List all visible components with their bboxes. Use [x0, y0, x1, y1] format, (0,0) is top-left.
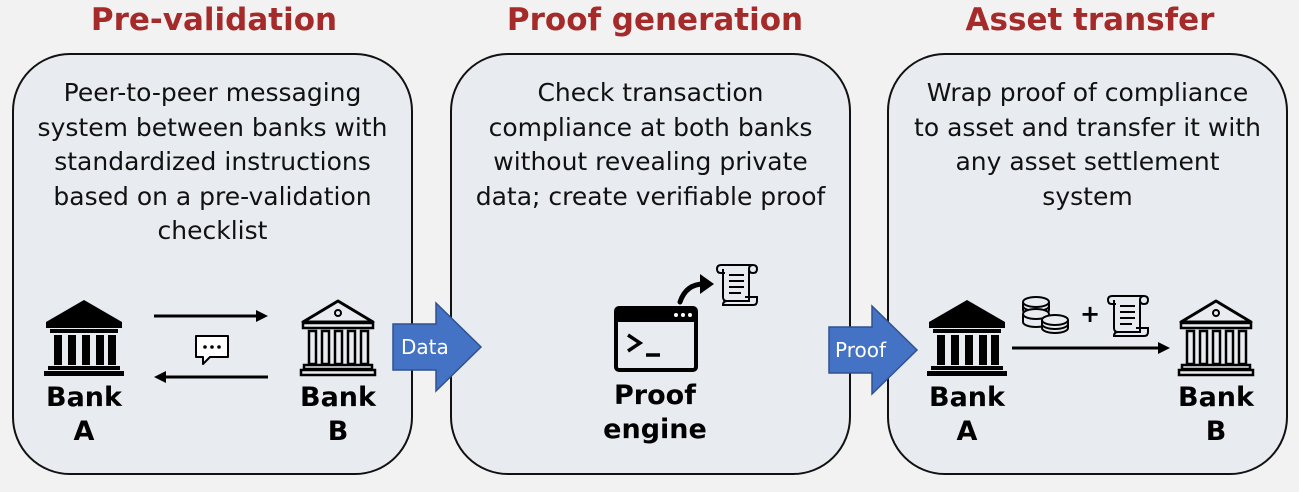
bank-b-label: Bank B — [1166, 381, 1266, 449]
bank-a-label-line2: A — [73, 416, 95, 447]
bank-a-label-line2: A — [956, 416, 978, 447]
description-line: without revealing private — [493, 147, 808, 176]
bank-b-label-line1: Bank — [300, 382, 376, 413]
document-scroll-icon — [1106, 295, 1150, 337]
bank-b-label: Bank B — [288, 381, 388, 449]
message-arrow-left — [154, 371, 268, 383]
data-connector-arrow — [392, 301, 483, 393]
description-line: standardized instructions — [54, 147, 371, 176]
plus-sign: + — [1080, 300, 1101, 328]
coins-icon — [1022, 296, 1069, 334]
title-asset-transfer: Asset transfer — [965, 2, 1215, 38]
bank-outline-icon — [299, 299, 377, 377]
description-line: based on a pre-validation — [53, 181, 372, 211]
proof-engine-label-line2: engine — [603, 414, 707, 445]
description-line: data; create verifiable proof — [475, 181, 826, 211]
description-proof-generation: Check transaction compliance at both ban… — [458, 76, 843, 214]
title-proof-generation: Proof generation — [506, 2, 804, 38]
description-asset-transfer: Wrap proof of compliance to asset and tr… — [895, 76, 1280, 214]
bank-b-label-line1: Bank — [1178, 382, 1254, 413]
bank-outline-icon — [1177, 299, 1255, 377]
bank-a-label: Bank A — [917, 381, 1017, 449]
bank-b-label-line2: B — [1205, 416, 1227, 447]
chat-bubble-icon — [195, 335, 229, 365]
description-line: Wrap proof of compliance — [926, 78, 1249, 107]
description-line: compliance at both banks — [488, 112, 813, 142]
bank-icon — [927, 300, 1007, 376]
proof-connector-label: Proof — [835, 338, 887, 362]
description-pre-validation: Peer-to-peer messaging system between ba… — [22, 76, 403, 249]
terminal-icon — [614, 306, 698, 372]
bank-icon — [44, 300, 124, 376]
bank-a-label: Bank A — [34, 381, 134, 449]
bank-a-label-line1: Bank — [46, 382, 122, 413]
panel-proof-generation — [450, 53, 851, 475]
bank-a-label-line1: Bank — [929, 382, 1005, 413]
proof-connector-arrow — [828, 304, 919, 396]
data-connector-label: Data — [401, 335, 449, 359]
proof-engine-label-line1: Proof — [614, 380, 696, 411]
panel-pre-validation — [12, 53, 413, 475]
bank-b-label-line2: B — [327, 416, 349, 447]
proof-engine-label: Proof engine — [585, 379, 725, 447]
title-pre-validation: Pre-validation — [90, 2, 338, 38]
description-line: system — [1042, 181, 1133, 211]
curved-output-arrow — [677, 274, 714, 305]
document-scroll-icon — [715, 264, 759, 306]
panel-asset-transfer — [887, 53, 1288, 475]
description-line: Check transaction — [537, 78, 764, 107]
description-line: system between banks with — [37, 112, 388, 142]
description-line: Peer-to-peer messaging — [63, 78, 362, 107]
transfer-arrow — [1012, 342, 1170, 354]
description-line: any asset settlement — [955, 147, 1220, 176]
message-arrow-right — [154, 310, 268, 322]
description-line: checklist — [157, 216, 268, 245]
description-line: to asset and transfer it with — [914, 112, 1261, 142]
